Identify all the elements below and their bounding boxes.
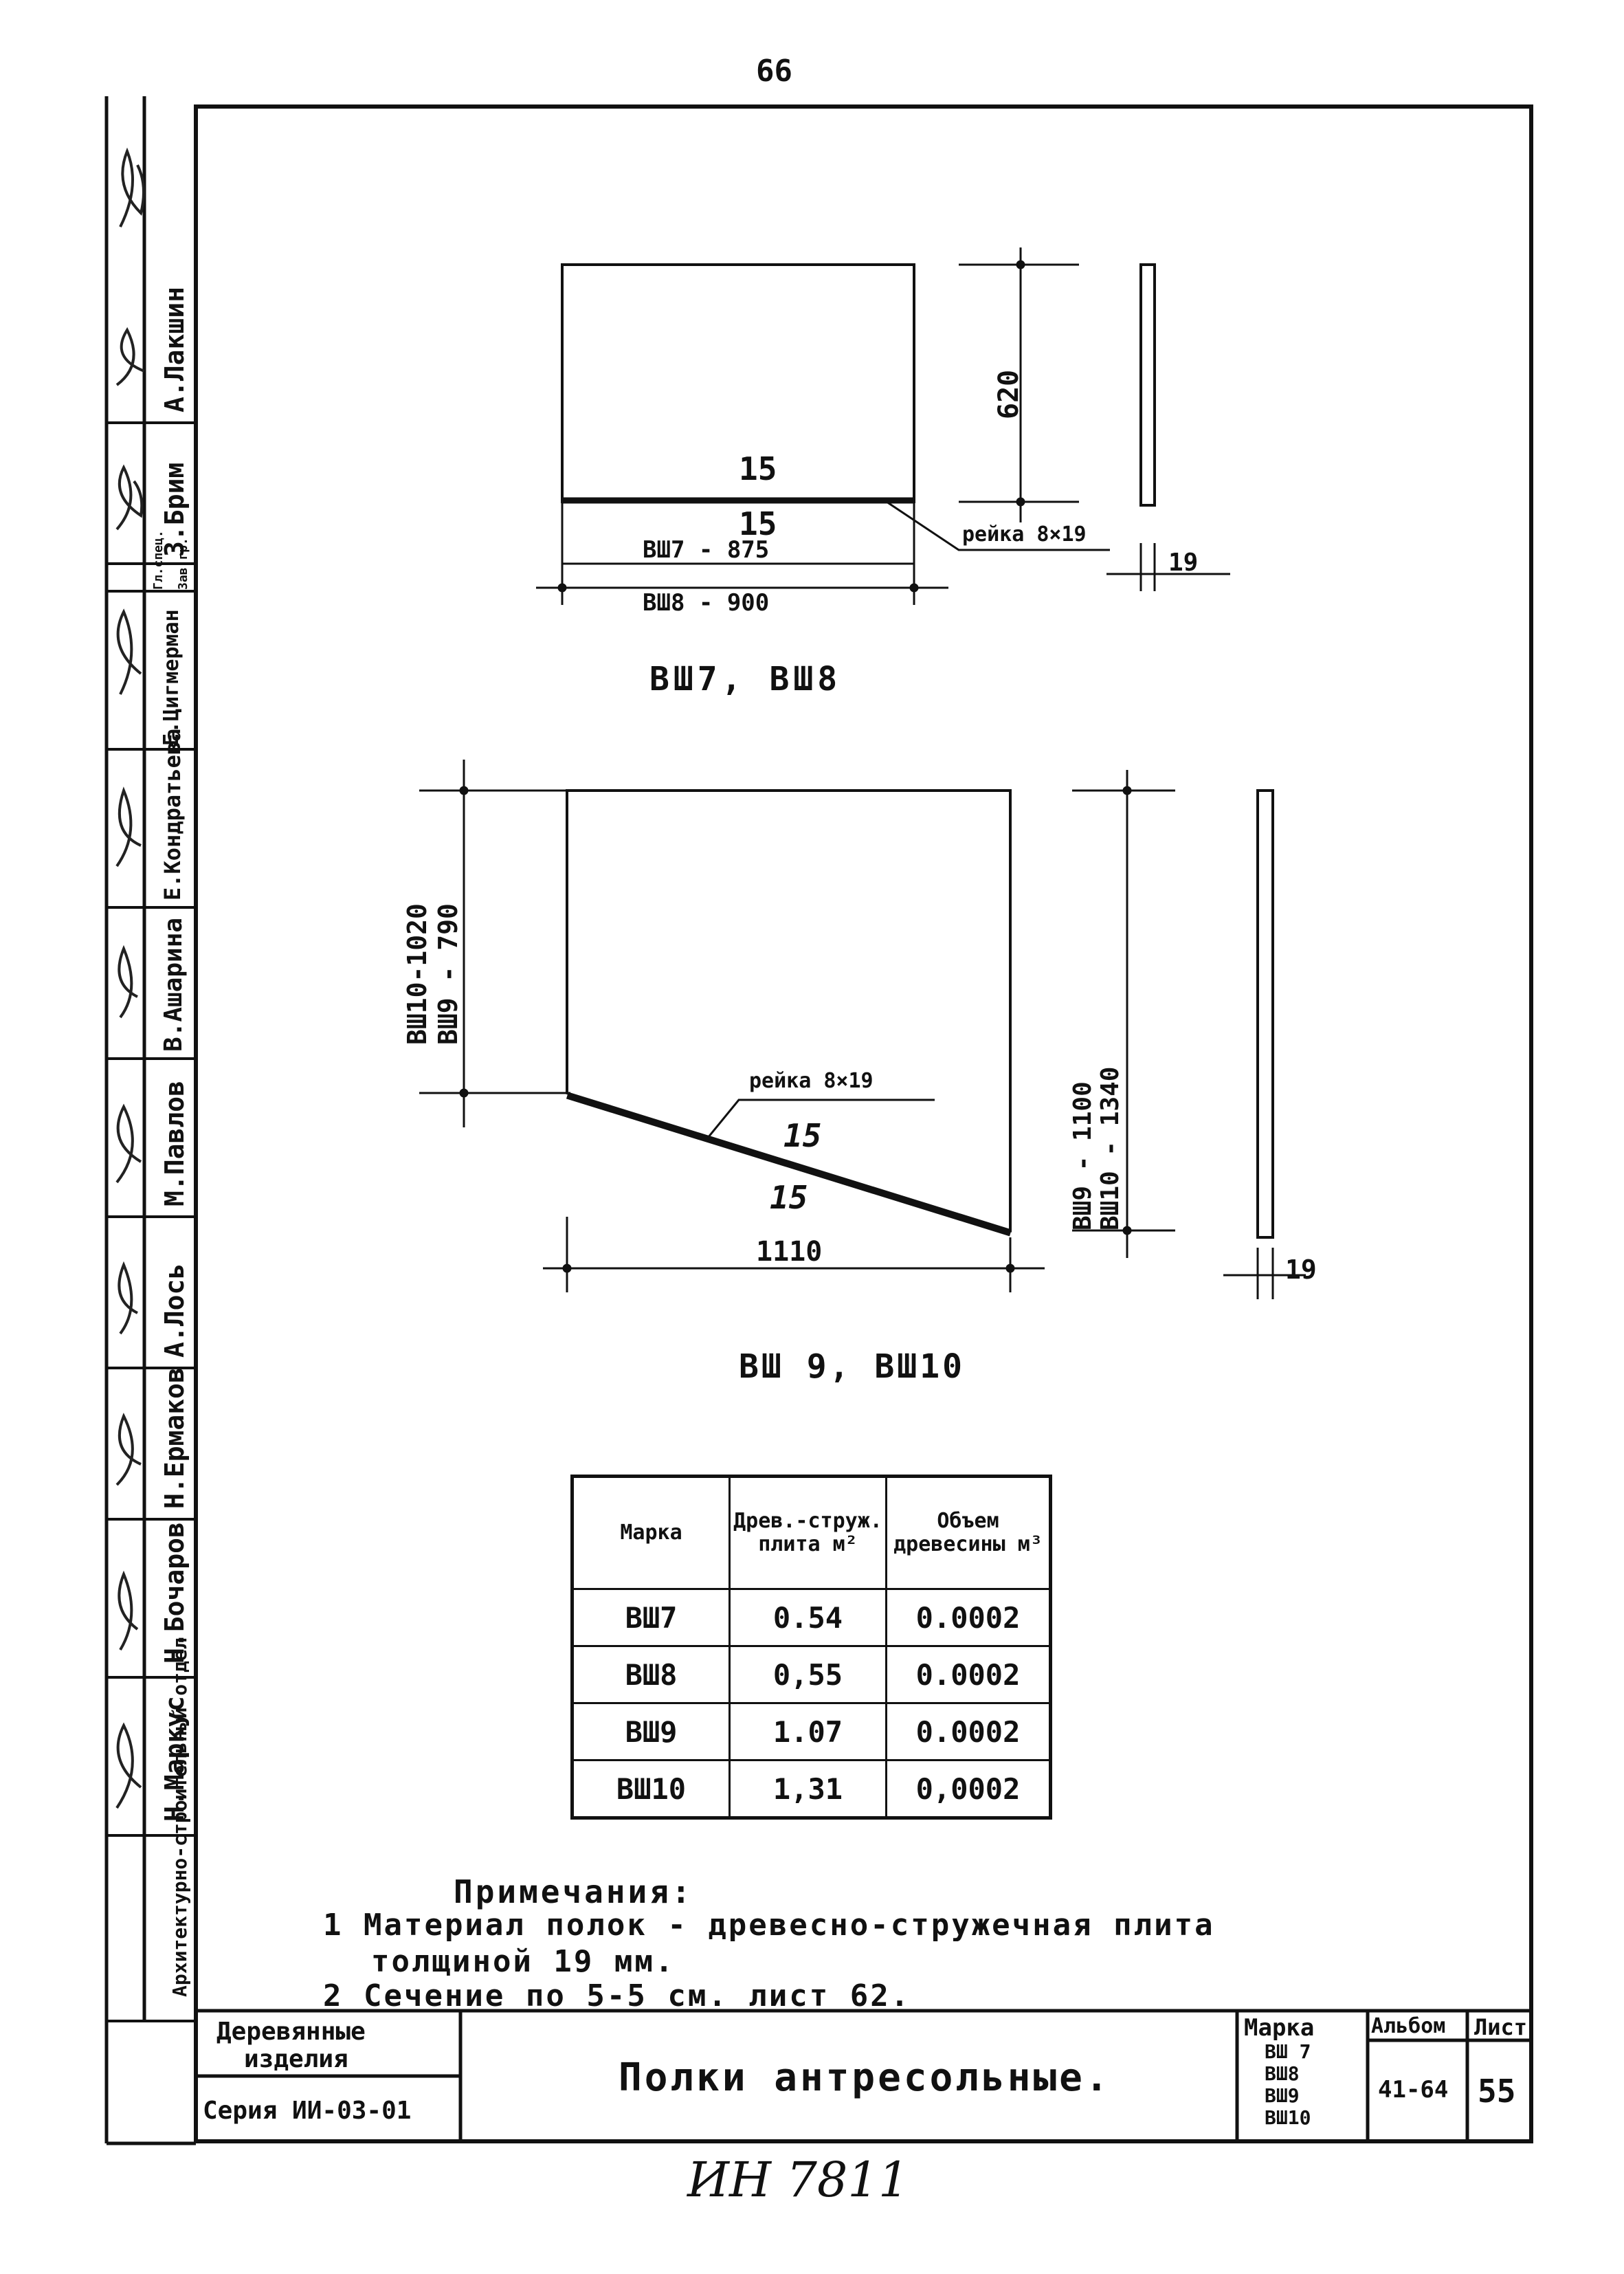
handwritten-inventory-number: ИН 7811 <box>687 2152 909 2208</box>
cell-board: 1,31 <box>728 1759 887 1819</box>
thickness-dimension: 19 <box>1168 549 1199 577</box>
right-dimension-1: ВШ9 - 1100 <box>1069 1081 1097 1230</box>
cell-volume: 0.0002 <box>885 1588 1052 1647</box>
notes-line-2: толщиной 19 мм. <box>371 1944 676 1979</box>
cell-mark: ВШ7 <box>571 1588 731 1647</box>
cell-mark: ВШ10 <box>571 1759 731 1819</box>
drawing-2-caption: ВШ 9, ВШ10 <box>739 1347 965 1386</box>
mark-item: ВШ10 <box>1265 2106 1311 2129</box>
sheet-frame <box>104 96 1533 2145</box>
edge-label-top: 15 <box>739 450 777 487</box>
mark-item: ВШ9 <box>1265 2084 1300 2107</box>
album-value: 41-64 <box>1378 2076 1449 2104</box>
right-dimension-2: ВШ10 - 1340 <box>1096 1066 1124 1230</box>
notes-heading: Примечания: <box>454 1873 693 1910</box>
spec-table: Марка Древ.-струж. плита м² Объем древес… <box>570 1475 1052 1820</box>
side-name: Н.Маркус <box>159 1695 190 1822</box>
height-dimension: 620 <box>993 369 1025 419</box>
signature-scribbles <box>115 147 145 1809</box>
side-role-1: Гл.спец. <box>151 530 166 590</box>
cell-board: 1.07 <box>728 1702 887 1761</box>
sheet-value: 55 <box>1478 2073 1516 2110</box>
album-header: Альбом <box>1371 2014 1446 2038</box>
cell-volume: 0.0002 <box>885 1702 1052 1761</box>
thickness-dimension-2: 19 <box>1285 1255 1317 1285</box>
drawing-2-lines <box>419 760 1306 1299</box>
series-label: Серия ИИ-03-01 <box>203 2097 412 2125</box>
strip-label: рейка 8×19 <box>962 522 1087 547</box>
drawing-1-caption: ВШ7, ВШ8 <box>649 660 842 698</box>
page-number: 66 <box>756 54 792 89</box>
column-header-mark: Марка <box>571 1475 731 1590</box>
side-name: Е.Цигмерман <box>159 609 183 746</box>
column-header-volume: Объем древесины м³ <box>885 1475 1052 1590</box>
edge-label-bottom-2: 15 <box>770 1179 808 1216</box>
cell-mark: ВШ9 <box>571 1702 731 1761</box>
strip-label-2: рейка 8×19 <box>749 1069 874 1093</box>
title-block-lines <box>196 2009 1531 2141</box>
side-name: В.Ашарина <box>159 917 188 1052</box>
edge-label-top-2: 15 <box>783 1117 822 1154</box>
width-dimension-2: ВШ8 - 900 <box>643 589 770 617</box>
notes-line-3: 2 Сечение по 5-5 см. лист 62. <box>323 1978 911 2013</box>
side-name: Н.Бочаров <box>159 1522 190 1664</box>
table-row: ВШ7 0.54 0.0002 <box>571 1588 1052 1647</box>
column-header-board: Древ.-струж. плита м² <box>728 1475 887 1590</box>
cell-board: 0,55 <box>728 1645 887 1704</box>
table-header-row: Марка Древ.-струж. плита м² Объем древес… <box>571 1475 1052 1590</box>
left-dimension-2: ВШ9 - 790 <box>433 903 463 1045</box>
notes-line-1: 1 Материал полок - древесно-стружечная п… <box>323 1908 1215 1943</box>
table-row: ВШ8 0,55 0.0002 <box>571 1645 1052 1704</box>
category-line-2: изделия <box>244 2045 348 2073</box>
mark-header: Марка <box>1244 2014 1315 2042</box>
side-name: Н.Ермаков <box>159 1367 190 1509</box>
cell-mark: ВШ8 <box>571 1645 731 1704</box>
cell-volume: 0.0002 <box>885 1645 1052 1704</box>
mark-item: ВШ 7 <box>1265 2040 1311 2063</box>
side-name: Е.Кондратьева <box>159 728 186 901</box>
sheet-title: Полки антресольные. <box>619 2055 1111 2100</box>
category-line-1: Деревянные <box>216 2018 366 2046</box>
mark-item: ВШ8 <box>1265 2062 1300 2085</box>
sheet-header: Лист <box>1474 2014 1528 2040</box>
side-role-2: Зав.гр. <box>176 538 190 590</box>
edge-label-bottom: 15 <box>739 505 777 542</box>
side-name: А.Лакшин <box>159 286 190 412</box>
table-row: ВШ9 1.07 0.0002 <box>571 1702 1052 1761</box>
width-dimension-3: 1110 <box>756 1236 823 1268</box>
side-name: А.Лось <box>159 1263 190 1358</box>
side-name: М.Павлов <box>159 1080 190 1206</box>
cell-board: 0.54 <box>728 1588 887 1647</box>
table-row: ВШ10 1,31 0,0002 <box>571 1759 1052 1819</box>
cell-volume: 0,0002 <box>885 1759 1052 1819</box>
width-dimension-1: ВШ7 - 875 <box>643 536 770 564</box>
left-dimension-1: ВШ10-1020 <box>402 903 432 1045</box>
drawing-1-lines <box>536 247 1230 605</box>
